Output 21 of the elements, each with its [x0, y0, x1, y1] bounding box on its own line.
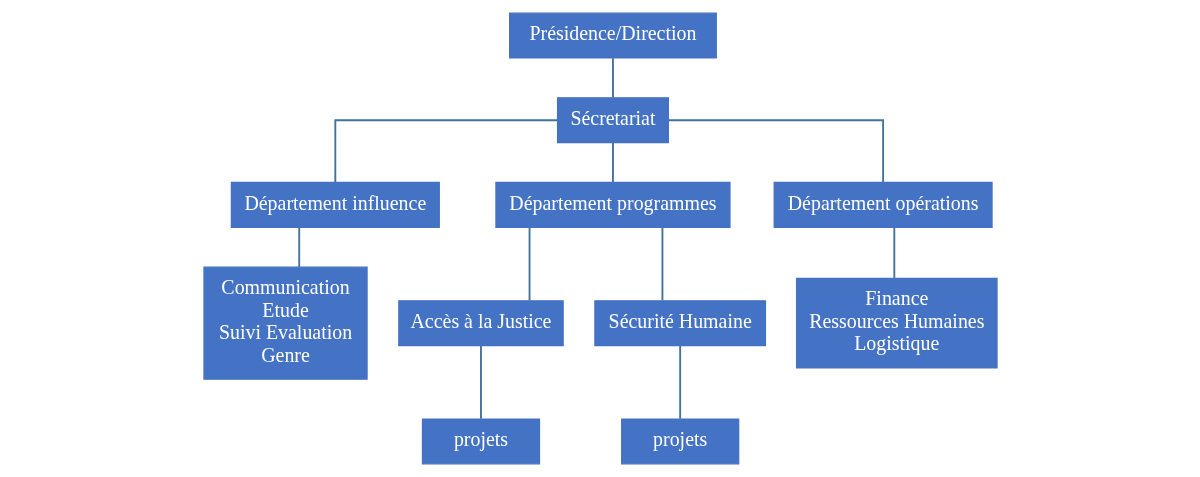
node-box: projets: [620, 418, 739, 465]
connector: [661, 226, 663, 302]
connector: [528, 226, 530, 302]
connector: [678, 345, 681, 420]
node-box: Sécurité Humaine: [593, 300, 766, 347]
connector: [892, 226, 895, 279]
node-box: Département influence: [230, 181, 440, 228]
connector: [611, 57, 614, 99]
connector: [479, 345, 482, 420]
connector: [333, 119, 558, 184]
node-box: Finance Ressources Humaines Logistique: [795, 277, 998, 369]
connector: [611, 141, 614, 184]
connector: [667, 119, 884, 184]
node-box: Accès à la Justice: [397, 300, 564, 347]
node-box: Présidence/Direction: [508, 12, 717, 59]
node-box: Sécretariat: [556, 97, 669, 144]
node-box: projets: [421, 418, 540, 465]
node-box: Département opérations: [773, 181, 993, 228]
node-box: Communication Etude Suivi Evaluation Genre: [202, 266, 368, 380]
node-box: Département programmes: [494, 181, 731, 228]
connector: [297, 226, 300, 268]
